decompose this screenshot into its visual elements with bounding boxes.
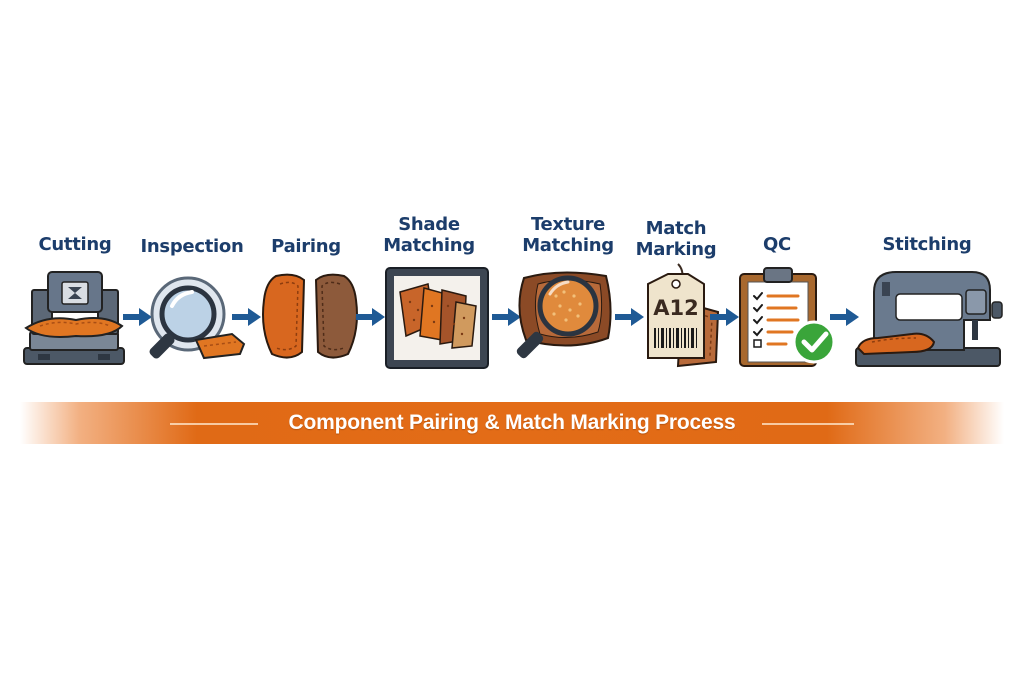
tag-code: A12 (653, 296, 699, 320)
step-label-shade-matching: Shade Matching (383, 214, 475, 256)
flow-arrow-1 (123, 308, 152, 326)
banner-line-left (170, 423, 258, 425)
banner-title: Component Pairing & Match Marking Proces… (288, 411, 736, 434)
step-label-texture-matching: Texture Matching (522, 214, 614, 256)
magnifying-glass-icon (149, 276, 246, 360)
flow-arrow-4 (492, 308, 521, 326)
leather-swatches-icon (385, 267, 489, 369)
sewing-machine-icon (855, 271, 1003, 367)
texture-magnifier-icon (516, 271, 612, 359)
barcode-tag-icon (647, 263, 720, 368)
step-label-cutting: Cutting (38, 234, 112, 255)
step-label-match-marking: Match Marking (635, 218, 717, 260)
flow-arrow-5 (615, 308, 644, 326)
step-label-stitching: Stitching (882, 234, 972, 255)
flow-arrow-6 (710, 308, 739, 326)
checklist-clipboard-icon (739, 267, 836, 367)
match-marking-icon: A12 (638, 262, 724, 372)
step-label-inspection: Inspection (140, 236, 244, 257)
banner-line-right (762, 423, 854, 425)
flow-arrow-3 (356, 308, 385, 326)
flow-arrow-2 (232, 308, 261, 326)
cutting-press-icon (23, 271, 125, 365)
leather-pair-icon (262, 273, 358, 359)
process-title-banner: Component Pairing & Match Marking Proces… (20, 402, 1004, 444)
flow-arrow-7 (830, 308, 859, 326)
step-label-qc: QC (763, 234, 791, 255)
step-label-pairing: Pairing (271, 236, 341, 257)
